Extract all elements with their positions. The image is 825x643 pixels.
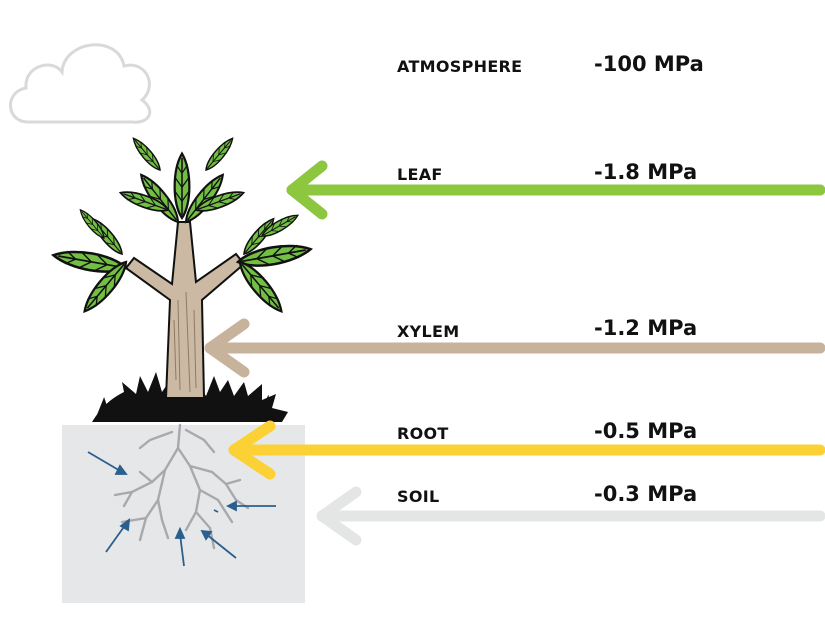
- soil-label: SOIL: [397, 487, 440, 506]
- soil-arrow: [316, 486, 825, 546]
- root-arrow: [228, 420, 825, 480]
- xylem-arrow: [204, 318, 825, 378]
- cloud-icon: [9, 43, 152, 124]
- atmosphere-label: ATMOSPHERE: [397, 57, 523, 76]
- water-arrows: [87, 451, 276, 567]
- atmosphere-value: -100 MPa: [594, 52, 704, 76]
- root-label: ROOT: [397, 424, 449, 443]
- leaf-value: -1.8 MPa: [594, 160, 698, 184]
- grass-icon: [92, 372, 288, 422]
- leaf-label: LEAF: [397, 165, 443, 184]
- roots-icon: [113, 423, 250, 550]
- leaf-arrow: [286, 160, 825, 220]
- xylem-label: XYLEM: [397, 322, 460, 341]
- leaf-arrow-head: [286, 160, 328, 220]
- soil-value: -0.3 MPa: [594, 482, 698, 506]
- xylem-value: -1.2 MPa: [594, 316, 698, 340]
- root-value: -0.5 MPa: [594, 419, 698, 443]
- tree-icon: [50, 134, 314, 399]
